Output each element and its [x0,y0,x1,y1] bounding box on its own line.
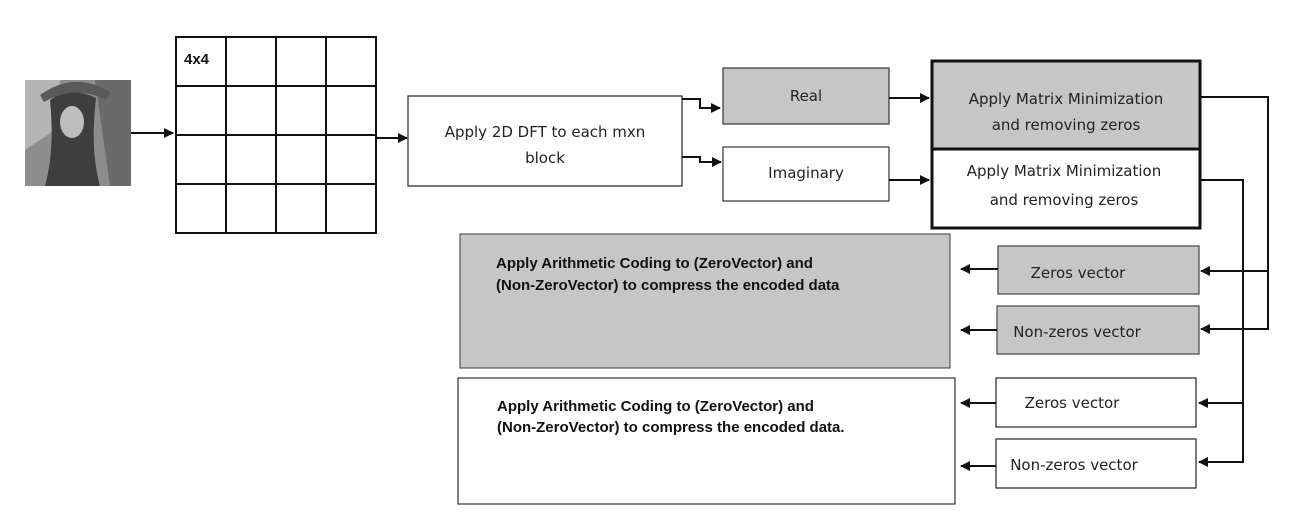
minimize-real-box: Apply Matrix Minimization and removing z… [930,59,1202,159]
imaginary-part-box: Imaginary [722,146,890,202]
imag-nonzeros-vector-box: Non-zeros vector [995,438,1197,489]
coding-real-line2: (Non-ZeroVector) to compress the encoded… [496,277,840,294]
minimize-real-line1: Apply Matrix Minimization [969,90,1163,108]
grid-size-label: 4x4 [184,51,210,68]
coding-real-line1: Apply Arithmetic Coding to (ZeroVector) … [496,255,813,272]
minimize-imaginary-line1: Apply Matrix Minimization [967,162,1161,180]
real-part-box: Real [722,67,890,125]
imag-zeros-label: Zeros vector [1025,394,1121,412]
arrow-dft-to-real [682,98,721,113]
minimize-imaginary-box: Apply Matrix Minimization and removing z… [930,147,1202,230]
real-label: Real [790,87,822,105]
minimize-real-line2: and removing zeros [992,116,1141,134]
minimize-imaginary-line2: and removing zeros [990,191,1139,209]
coding-imaginary-line1: Apply Arithmetic Coding to (ZeroVector) … [497,398,814,415]
real-zeros-label: Zeros vector [1031,264,1127,282]
dft-step-box: Apply 2D DFT to each mxn block [407,95,683,187]
connector-imaginary-to-nonzeros [1198,179,1244,467]
dft-label-line2: block [525,149,565,167]
real-zeros-vector-box: Zeros vector [997,245,1200,295]
imag-nonzeros-label: Non-zeros vector [1010,456,1138,474]
coding-imaginary-line2: (Non-ZeroVector) to compress the encoded… [497,419,845,436]
imaginary-label: Imaginary [768,164,844,182]
arrow-dft-to-imaginary [682,156,722,167]
imag-zeros-vector-box: Zeros vector [995,377,1197,428]
block-grid: 4x4 [175,36,377,234]
dft-label-line1: Apply 2D DFT to each mxn [445,123,646,141]
coding-imaginary-box: Apply Arithmetic Coding to (ZeroVector) … [457,377,956,505]
real-nonzeros-label: Non-zeros vector [1013,323,1141,341]
input-image [25,80,131,186]
coding-real-box: Apply Arithmetic Coding to (ZeroVector) … [459,233,951,369]
connector-real-to-nonzeros [1200,96,1269,334]
real-nonzeros-vector-box: Non-zeros vector [996,305,1200,355]
portrait-photo-icon [25,80,131,186]
